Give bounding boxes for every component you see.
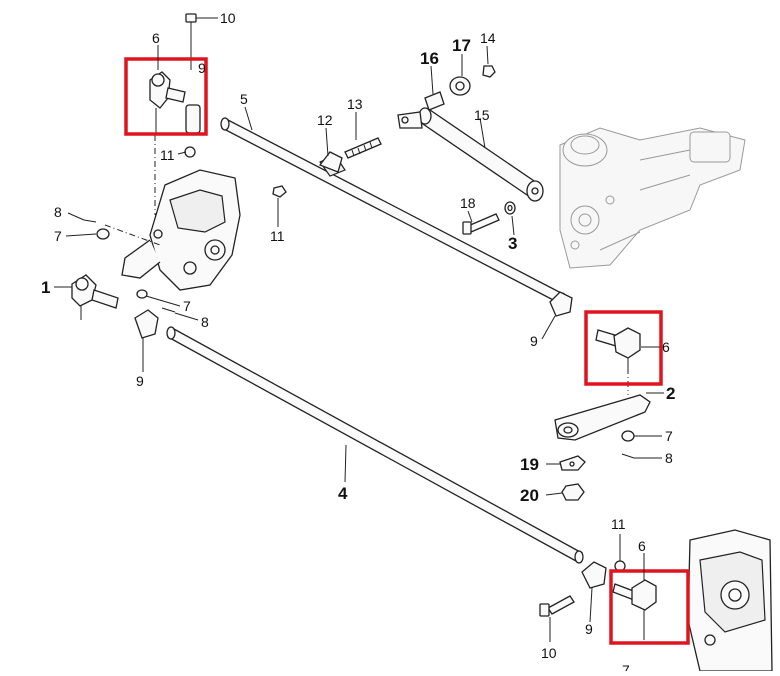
collar-17 xyxy=(449,76,471,96)
callout-8-mid: 8 xyxy=(201,314,209,330)
callout-20: 20 xyxy=(520,486,539,505)
tie-rod-4 xyxy=(166,326,584,564)
pin-8-right xyxy=(621,453,635,459)
callout-12: 12 xyxy=(317,112,333,128)
highlight-box-right xyxy=(584,310,663,386)
highlight-box-bottom-right xyxy=(609,569,690,645)
nut-14 xyxy=(482,65,496,78)
callout-7-mid: 7 xyxy=(183,298,191,314)
callout-14: 14 xyxy=(480,30,496,46)
ball-joint-bottom-right xyxy=(612,579,657,640)
sleeve-9-top xyxy=(185,104,201,134)
washer-3 xyxy=(504,201,516,215)
callout-11-top: 11 xyxy=(160,147,175,163)
callout-18: 18 xyxy=(460,195,476,211)
pin-8-mid xyxy=(161,307,176,313)
clamp-12 xyxy=(318,151,343,173)
callout-15: 15 xyxy=(474,107,490,123)
callout-19: 19 xyxy=(520,455,539,474)
cylinder-15 xyxy=(397,107,544,202)
clamp-9-right xyxy=(549,291,573,317)
bolt-10-bottom xyxy=(539,595,575,617)
callout-8-left: 8 xyxy=(54,204,62,220)
lock-washer-19 xyxy=(559,455,586,471)
callout-7-bottom: 7 xyxy=(622,662,630,671)
callout-4: 4 xyxy=(338,484,348,503)
clamp-9-left xyxy=(134,309,159,339)
nut-7-right xyxy=(621,430,635,442)
callout-1: 1 xyxy=(41,278,50,297)
callout-6-top: 6 xyxy=(152,30,160,46)
nut-11-top xyxy=(184,146,196,158)
bolt-18 xyxy=(462,213,500,235)
callout-9-top: 9 xyxy=(198,60,206,76)
callout-6-bottom: 6 xyxy=(638,538,646,554)
callout-9-bottom: 9 xyxy=(585,621,593,637)
callout-9-right: 9 xyxy=(530,333,538,349)
ball-joint-right xyxy=(595,327,641,368)
steering-gear-box xyxy=(559,127,746,269)
nut-7-mid xyxy=(136,289,148,299)
center-lines xyxy=(104,135,629,395)
callout-3: 3 xyxy=(508,234,517,253)
callout-16: 16 xyxy=(420,49,439,68)
callout-7-left: 7 xyxy=(54,228,62,244)
ball-joint-top-left xyxy=(149,71,186,135)
highlight-box-top-left xyxy=(124,57,208,136)
bolt-10-top xyxy=(185,13,197,70)
nut-7-left xyxy=(96,228,110,240)
left-steering-knuckle xyxy=(121,169,241,291)
callout-7-right: 7 xyxy=(665,428,673,444)
callout-2: 2 xyxy=(666,384,675,403)
pin-8-left xyxy=(83,219,97,223)
callout-10-bottom: 10 xyxy=(541,645,557,661)
bush-16 xyxy=(424,91,445,111)
callout-11-bottom: 11 xyxy=(611,516,626,532)
callout-10-top: 10 xyxy=(220,10,236,26)
callout-9-left: 9 xyxy=(136,373,144,389)
ball-joint-1 xyxy=(71,274,119,320)
callout-6-right: 6 xyxy=(662,339,670,355)
right-steering-knuckle xyxy=(687,529,773,672)
callout-11-mid: 11 xyxy=(270,228,285,244)
bolt-13 xyxy=(344,137,382,159)
callout-13: 13 xyxy=(347,96,363,112)
leader-lines xyxy=(54,17,664,642)
callout-labels: 10 6 9 5 11 8 7 1 7 8 9 12 13 11 16 17 1… xyxy=(41,10,675,676)
callout-17: 17 xyxy=(452,36,471,55)
clamp-9-bottom xyxy=(581,561,607,589)
callout-8-right: 8 xyxy=(665,450,673,466)
callout-5: 5 xyxy=(240,91,248,107)
nut-11-mid xyxy=(272,185,287,198)
pitman-arm-2 xyxy=(554,394,651,441)
nut-20 xyxy=(561,483,585,501)
